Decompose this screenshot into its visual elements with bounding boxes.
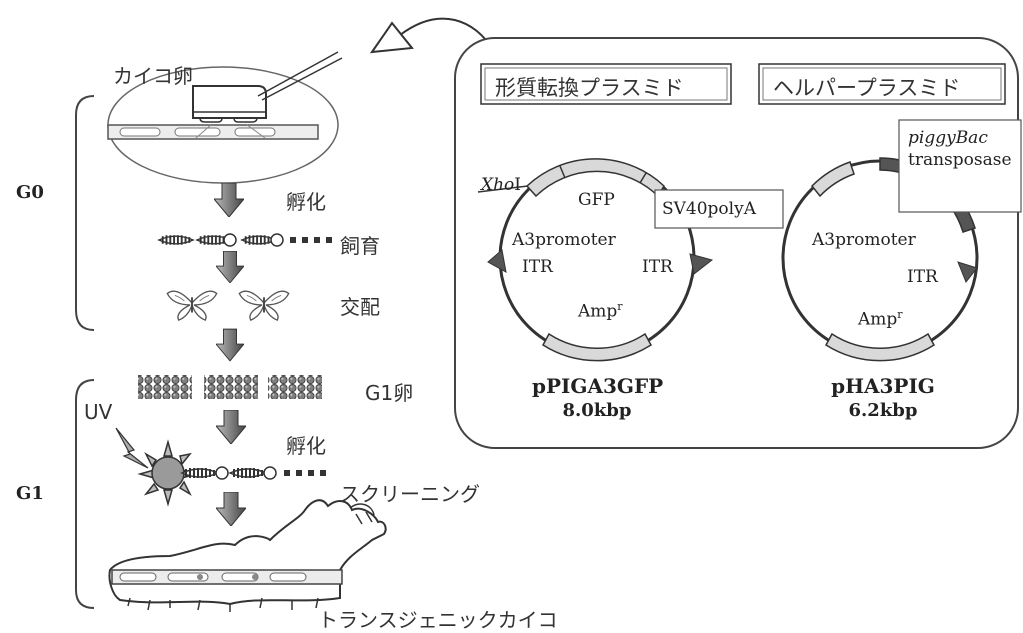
uv-lightning-icon <box>115 427 149 469</box>
amp-text-2: Amp <box>858 309 898 330</box>
down-arrow-4 <box>216 410 246 444</box>
plasmid-title-boxes <box>480 63 1006 105</box>
gfp-label: GFP <box>578 190 615 210</box>
silkworm-egg-label: カイコ卵 <box>113 64 193 88</box>
down-arrow-1 <box>214 183 244 217</box>
transgenic-silkworm-illustration <box>108 499 387 612</box>
moths <box>166 290 290 322</box>
screening-label: スクリーニング <box>340 482 480 506</box>
transgenic-silkworm-label: トランスジェニックカイコ <box>318 608 558 632</box>
g0-label: G0 <box>16 182 44 203</box>
down-arrow-5 <box>216 492 246 526</box>
sv40-polya-label: SV40polyA <box>662 199 756 219</box>
plasmid-1-size: 8.0kbp <box>562 400 632 421</box>
uv-label: UV <box>84 400 113 424</box>
mating-label: 交配 <box>340 295 380 319</box>
down-arrow-2 <box>216 251 244 283</box>
g1-brace <box>75 379 95 609</box>
g1-label: G1 <box>16 483 44 504</box>
plasmid-1-map <box>477 158 784 362</box>
promoter-label-2: A3promoter <box>812 230 916 250</box>
amp-sup-1: r <box>617 300 623 313</box>
plasmid-2-name: pHA3PIG <box>831 374 935 398</box>
itr-label-2: ITR <box>907 267 938 287</box>
plasmid-panel <box>454 37 1019 449</box>
transposase-label: transposase <box>908 150 1012 170</box>
promoter-label-1: A3promoter <box>512 230 616 250</box>
itr-right-label: ITR <box>642 257 673 277</box>
xho-site-label: XhoI <box>481 175 521 195</box>
xho-suffix: I <box>514 175 522 195</box>
larvae-row <box>157 233 332 247</box>
transform-plasmid-title: 形質転換プラスミド <box>495 76 684 100</box>
amp-text-1: Amp <box>578 301 618 322</box>
rearing-label: 飼育 <box>340 234 380 258</box>
glowing-larva <box>137 439 326 507</box>
plasmid-2-size: 6.2kbp <box>848 400 918 421</box>
down-arrow-3 <box>216 328 244 362</box>
amp-label-1: Ampr <box>578 300 623 322</box>
egg-injection-illustration <box>107 51 343 184</box>
xho-italic: Xho <box>481 175 515 195</box>
g1-egg-clusters <box>138 375 322 399</box>
amp-label-2: Ampr <box>858 308 903 330</box>
plasmid-1-name: pPIGA3GFP <box>532 374 664 398</box>
hatch-label-2: 孵化 <box>286 434 326 458</box>
plasmid-2-map <box>781 119 1022 362</box>
amp-sup-2: r <box>897 308 903 321</box>
g1-egg-label: G1卵 <box>365 381 414 405</box>
hatch-label-1: 孵化 <box>286 190 326 214</box>
piggybac-label: piggyBac <box>908 128 988 148</box>
helper-plasmid-title: ヘルパープラスミド <box>773 76 961 100</box>
itr-left-label: ITR <box>522 257 553 277</box>
g0-brace <box>75 95 95 331</box>
